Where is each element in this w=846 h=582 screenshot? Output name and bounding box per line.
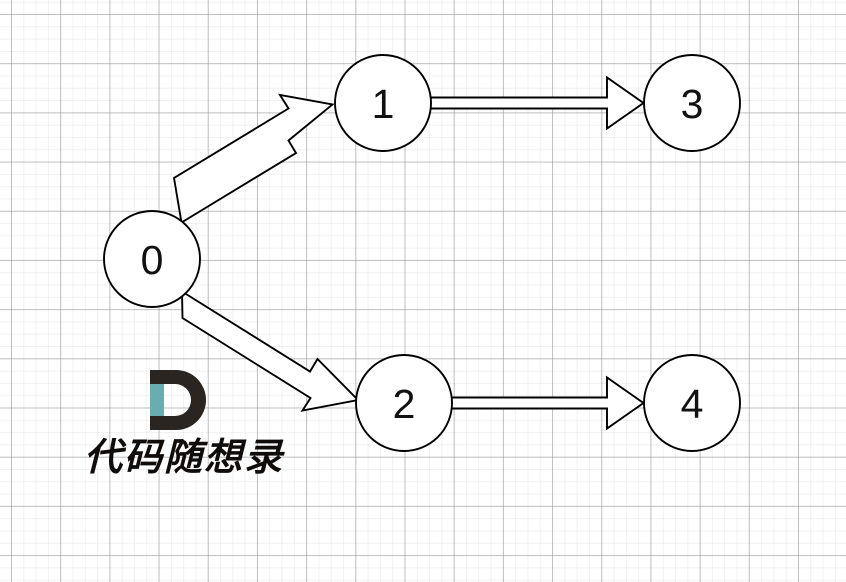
node-0-circle[interactable]: [103, 210, 201, 308]
edge-0-to-1-arrow: [172, 93, 335, 225]
node-4[interactable]: 4: [643, 354, 741, 452]
node-1-circle[interactable]: [334, 54, 432, 152]
node-1-label: 1: [372, 81, 395, 127]
edge-2-to-4: [450, 375, 646, 431]
node-3-circle[interactable]: [643, 54, 741, 152]
edge-2-to-4-arrow: [450, 375, 646, 431]
node-0[interactable]: 0: [103, 210, 201, 308]
node-1[interactable]: 1: [334, 54, 432, 152]
node-3-label: 3: [681, 81, 704, 127]
edge-1-to-3-arrow: [428, 75, 646, 131]
edge-0-to-2: [181, 289, 360, 412]
node-2-circle[interactable]: [355, 354, 453, 452]
node-2[interactable]: 2: [355, 354, 453, 452]
edge-1-to-3: [428, 75, 646, 131]
node-2-label: 2: [393, 381, 416, 427]
node-3[interactable]: 3: [643, 54, 741, 152]
edge-0-to-2-arrow: [181, 289, 360, 412]
node-4-label: 4: [681, 381, 704, 427]
edge-0-to-1: [172, 93, 335, 225]
node-4-circle[interactable]: [643, 354, 741, 452]
node-0-label: 0: [141, 237, 164, 283]
